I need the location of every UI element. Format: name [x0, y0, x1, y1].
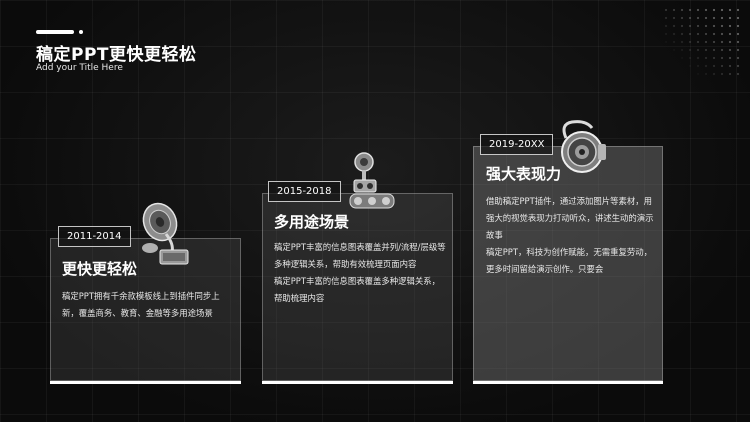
period-tag-2: 2015-2018 [268, 181, 341, 202]
card-heading-2: 多用途场景 [274, 213, 350, 231]
gramophone-icon [142, 202, 189, 265]
period-tag-1: 2011-2014 [58, 226, 131, 247]
slide-title: 稿定PPT更快更轻松 [36, 45, 197, 65]
card-paragraph: 稿定PPT丰富的信息图表覆盖多种逻辑关系，帮助梳理内容 [274, 276, 440, 303]
timeline-card-2 [262, 193, 453, 384]
card-paragraph: 稿定PPT拥有千余款模板线上到插件同步上新，覆盖商务、教育、金融等多用途场景 [62, 291, 220, 318]
card-heading-3: 强大表现力 [486, 165, 562, 183]
card-paragraph: 稿定PPT，科技为创作赋能，无需重复劳动，更多时间留给演示创作。只要会 [486, 247, 652, 274]
dot-pattern-decoration [662, 6, 744, 76]
card-description-3: 借助稿定PPT插件，通过添加图片等素材，用强大的视觉表现力打动听众，讲述生动的演… [486, 193, 656, 278]
camera-robot-icon [349, 152, 395, 209]
card-description-1: 稿定PPT拥有千余款模板线上到插件同步上新，覆盖商务、教育、金融等多用途场景 [62, 288, 234, 322]
timeline-card-1 [50, 238, 241, 384]
slide-subtitle: Add your Title Here [36, 63, 123, 73]
timeline-card-3 [473, 146, 663, 384]
card-heading-1: 更快更轻松 [62, 260, 138, 278]
card-description-2: 稿定PPT丰富的信息图表覆盖并列/流程/层级等多种逻辑关系，帮助有效梳理页面内容… [274, 239, 446, 307]
card-paragraph: 借助稿定PPT插件，通过添加图片等素材，用强大的视觉表现力打动听众，讲述生动的演… [486, 196, 654, 240]
period-tag-3: 2019-20XX [480, 134, 554, 155]
title-accent-dot [79, 30, 83, 34]
card-paragraph: 稿定PPT丰富的信息图表覆盖并列/流程/层级等多种逻辑关系，帮助有效梳理页面内容 [274, 242, 446, 269]
title-accent-bar [36, 30, 74, 34]
mechanical-gear-icon [561, 120, 606, 173]
